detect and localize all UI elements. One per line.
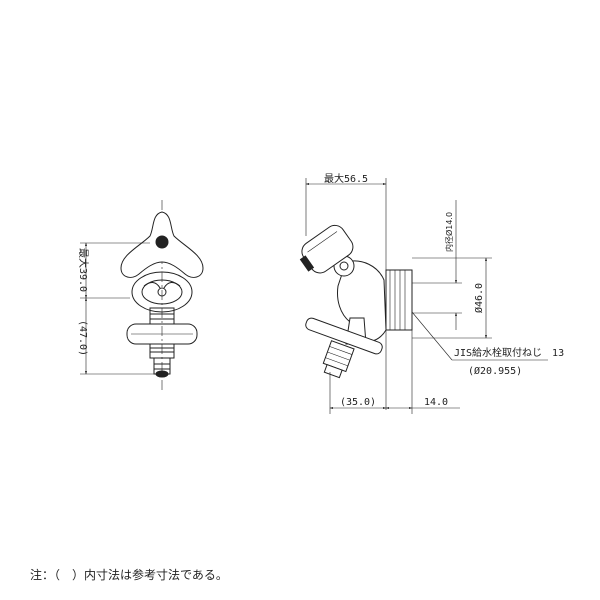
- spout-offset-label: (35.0): [340, 397, 376, 408]
- flange-offset-label: 14.0: [424, 397, 448, 408]
- side-view-dimensions: [305, 178, 548, 414]
- total-height-label: (47.0): [77, 320, 88, 356]
- front-view: [120, 200, 204, 392]
- thread-diameter-label: (Ø20.955): [468, 365, 522, 377]
- front-view-dimensions: [80, 242, 154, 375]
- thread-label: JIS給水栓取付ねじ 13: [454, 346, 564, 359]
- max-height-label: 最大39.0: [77, 248, 90, 292]
- outer-diameter-label: Ø46.0: [473, 283, 485, 313]
- max-width-label: 最大56.5: [324, 172, 368, 185]
- footnote: 注：（ ）内寸法は参考寸法である。: [30, 568, 228, 582]
- side-view: [299, 178, 413, 410]
- inner-diameter-label: 内径Ø14.0: [444, 212, 454, 252]
